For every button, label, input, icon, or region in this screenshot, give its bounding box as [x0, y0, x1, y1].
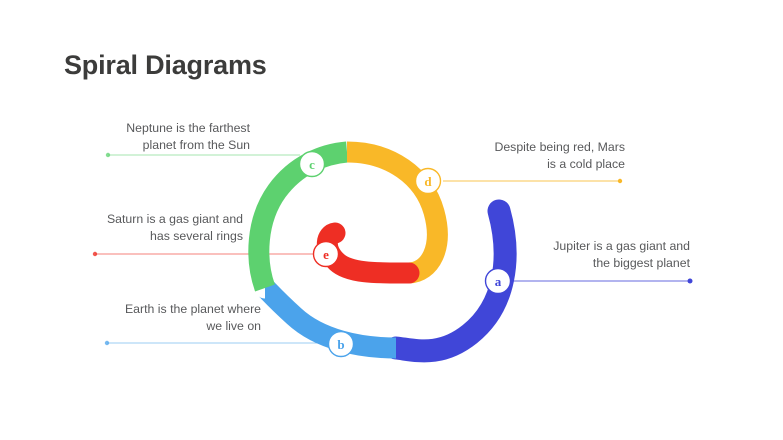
spiral-band-e[interactable]	[316, 222, 420, 284]
callout-a-line1: Jupiter is a gas giant and	[553, 239, 690, 253]
marker-e-label: e	[323, 247, 329, 262]
marker-c-label: c	[309, 157, 315, 172]
connector-line-a	[510, 278, 693, 284]
callout-d: Despite being red, Mars is a cold place	[460, 139, 625, 173]
spiral-band-b[interactable]	[258, 277, 397, 359]
callout-e: Saturn is a gas giant and has several ri…	[48, 211, 243, 245]
callout-c-line1: Neptune is the farthest	[126, 121, 250, 135]
marker-e[interactable]: e	[312, 240, 340, 268]
connector-line-c	[105, 152, 300, 158]
page-title: Spiral Diagrams	[64, 50, 267, 80]
marker-b-label: b	[337, 337, 344, 352]
callout-a: Jupiter is a gas giant and the biggest p…	[505, 238, 690, 272]
connector-line-d	[443, 178, 623, 184]
callout-c: Neptune is the farthest planet from the …	[60, 120, 250, 154]
callout-b: Earth is the planet where we live on	[65, 301, 261, 335]
marker-a[interactable]: a	[484, 267, 512, 295]
spiral-band-d[interactable]	[346, 141, 448, 284]
spiral-band-a[interactable]	[384, 199, 517, 363]
callout-b-line2: we live on	[206, 319, 261, 333]
callout-a-line2: the biggest planet	[592, 256, 690, 270]
connector-line-b	[104, 340, 329, 346]
callout-e-line2: has several rings	[150, 229, 243, 243]
callout-c-line2: planet from the Sun	[142, 138, 250, 152]
marker-b[interactable]: b	[327, 330, 355, 358]
callout-e-line1: Saturn is a gas giant and	[106, 212, 243, 226]
marker-d[interactable]: d	[414, 167, 442, 195]
marker-a-label: a	[495, 274, 502, 289]
connector-line-e	[92, 251, 314, 257]
marker-d-label: d	[424, 174, 432, 189]
spiral-band-c[interactable]	[248, 141, 349, 292]
callout-d-line2: is a cold place	[547, 157, 625, 171]
callout-b-line1: Earth is the planet where	[124, 302, 261, 316]
callout-d-line1: Despite being red, Mars	[494, 140, 625, 154]
marker-c[interactable]: c	[298, 150, 326, 178]
